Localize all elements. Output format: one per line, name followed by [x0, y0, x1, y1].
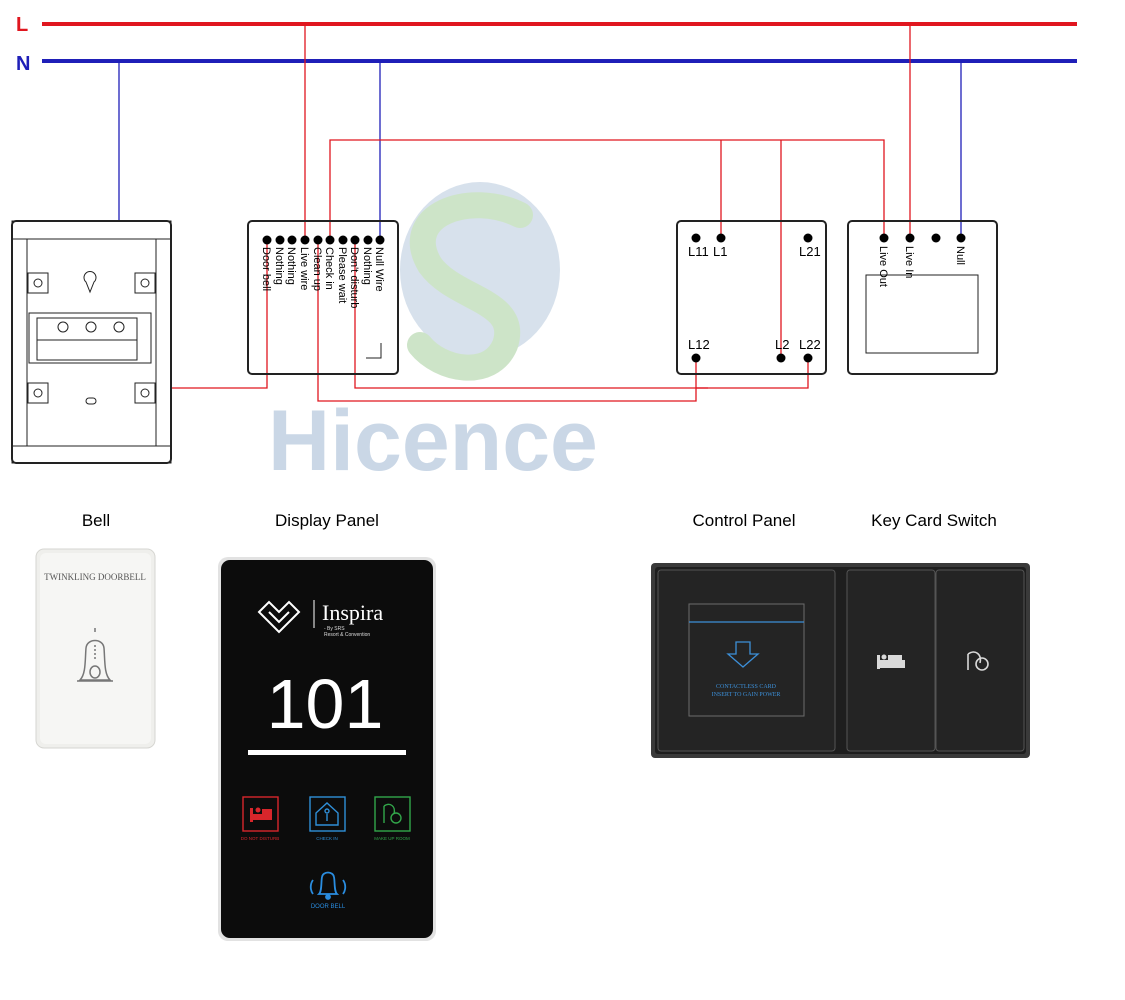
bell-product: TWINKLING DOORBELL [35, 548, 156, 749]
vacuum-icon [967, 651, 989, 671]
rail-neutral: N [16, 53, 1077, 75]
bed-icon [877, 654, 905, 669]
caption-keycard: Key Card Switch [871, 511, 997, 530]
door-bell-indicator: DOOR BELL [309, 871, 347, 910]
terminal-l2-1: L21 [799, 233, 821, 259]
svg-text:Live Out: Live Out [877, 246, 889, 287]
house-person-icon [315, 802, 339, 826]
svg-text:L12: L12 [688, 337, 710, 352]
svg-text:L2: L2 [775, 337, 789, 352]
terminal-dont-disturb: Don't disturb [348, 235, 360, 308]
svg-text:Nothing: Nothing [361, 247, 373, 285]
svg-text:Check in: Check in [323, 247, 335, 290]
terminal-clean-up: Clean up [311, 235, 323, 291]
terminal-live-in: Live In [903, 233, 915, 278]
svg-text:CHECK IN: CHECK IN [316, 836, 338, 841]
down-arrow-icon [726, 641, 760, 668]
display-brand: Inspira [322, 600, 383, 625]
caption-display: Display Panel [275, 511, 379, 530]
terminal-nothing-2: Nothing [285, 235, 297, 285]
watermark-s-logo-icon [400, 182, 560, 381]
dnd-indicator: DO NOT DISTURB [241, 796, 279, 841]
terminal-nothing-1: Nothing [273, 235, 285, 285]
card-slot-panel [657, 569, 836, 752]
svg-text:Please wait: Please wait [336, 247, 348, 303]
svg-text:Don't disturb: Don't disturb [348, 247, 360, 308]
svg-text:Nothing: Nothing [273, 247, 285, 285]
svg-text:L22: L22 [799, 337, 821, 352]
bed-icon [250, 807, 272, 822]
terminal-please-wait: Please wait [336, 235, 348, 303]
bell-brand: TWINKLING DOORBELL [44, 572, 146, 582]
bell-icon [77, 628, 113, 682]
watermark-text: Hicence [268, 393, 598, 489]
display-tagline-1: - By SRS [324, 626, 345, 632]
svg-text:L1: L1 [713, 244, 727, 259]
svg-text:Null: Null [954, 246, 966, 265]
wire-cleanup [317, 240, 697, 402]
svg-text:DOOR BELL: DOOR BELL [311, 904, 346, 910]
svg-text:Live wire: Live wire [298, 247, 310, 290]
terminal-check-in: Check in [323, 235, 335, 290]
terminal-l1-1: L11 [688, 233, 709, 259]
caption-bell: Bell [82, 511, 110, 530]
room-number: 101 [267, 665, 384, 743]
terminal-live-wire: Live wire [298, 235, 310, 290]
terminal-door-bell: Door bell [260, 235, 272, 291]
card-text-2: INSERT TO GAIN POWER [712, 692, 781, 698]
display-product: Inspira - By SRS Resort & Convention 101… [218, 557, 436, 941]
svg-text:DO NOT DISTURB: DO NOT DISTURB [241, 836, 279, 841]
terminal-l1: L1 [713, 233, 727, 259]
svg-text:L21: L21 [799, 244, 821, 259]
svg-text:Live In: Live In [903, 246, 915, 278]
watermark: Hicence [268, 182, 598, 489]
svg-text:Null Wire: Null Wire [373, 247, 385, 292]
keyhole-icon [83, 271, 97, 294]
terminal-null: Null [954, 233, 966, 265]
wire-bus [329, 139, 885, 240]
diamond-logo-icon [257, 600, 301, 634]
vacuum-icon [383, 803, 402, 824]
terminal-l1-2: L12 [688, 337, 710, 363]
svg-text:Door bell: Door bell [260, 247, 272, 291]
terminal-blank [931, 233, 941, 243]
keycard-wiring-box: Live Out Live In Null [847, 220, 998, 375]
control-keycard-product: CONTACTLESS CARD INSERT TO GAIN POWER [651, 563, 1030, 758]
svg-text:Clean up: Clean up [311, 247, 323, 291]
terminal-l2-2: L22 [799, 337, 821, 363]
bell-wiring-box [11, 220, 172, 464]
svg-text:Nothing: Nothing [285, 247, 297, 285]
terminal-l2: L2 [775, 337, 789, 363]
rail-live-label: L [16, 14, 28, 36]
display-tagline-2: Resort & Convention [324, 632, 370, 638]
display-terminals: Door bell Nothing Nothing Live wire Clea… [260, 235, 385, 308]
room-underline [248, 750, 406, 755]
terminal-null-wire: Null Wire [373, 235, 385, 292]
bell-icon [309, 871, 347, 900]
make-up-room-indicator: MAKE UP ROOM [374, 796, 411, 841]
terminal-nothing-3: Nothing [361, 235, 373, 285]
display-wiring-box: Door bell Nothing Nothing Live wire Clea… [247, 220, 399, 375]
terminal-live-out: Live Out [877, 233, 889, 287]
card-text-1: CONTACTLESS CARD [716, 684, 777, 690]
rail-neutral-label: N [16, 53, 30, 75]
check-in-indicator: CHECK IN [309, 796, 346, 841]
svg-text:MAKE UP ROOM: MAKE UP ROOM [374, 836, 410, 841]
svg-text:L11: L11 [688, 244, 709, 259]
rail-live: L [16, 14, 1077, 36]
control-wiring-box: L11 L1 L21 L12 L2 L22 [676, 220, 827, 375]
caption-control: Control Panel [692, 511, 795, 530]
